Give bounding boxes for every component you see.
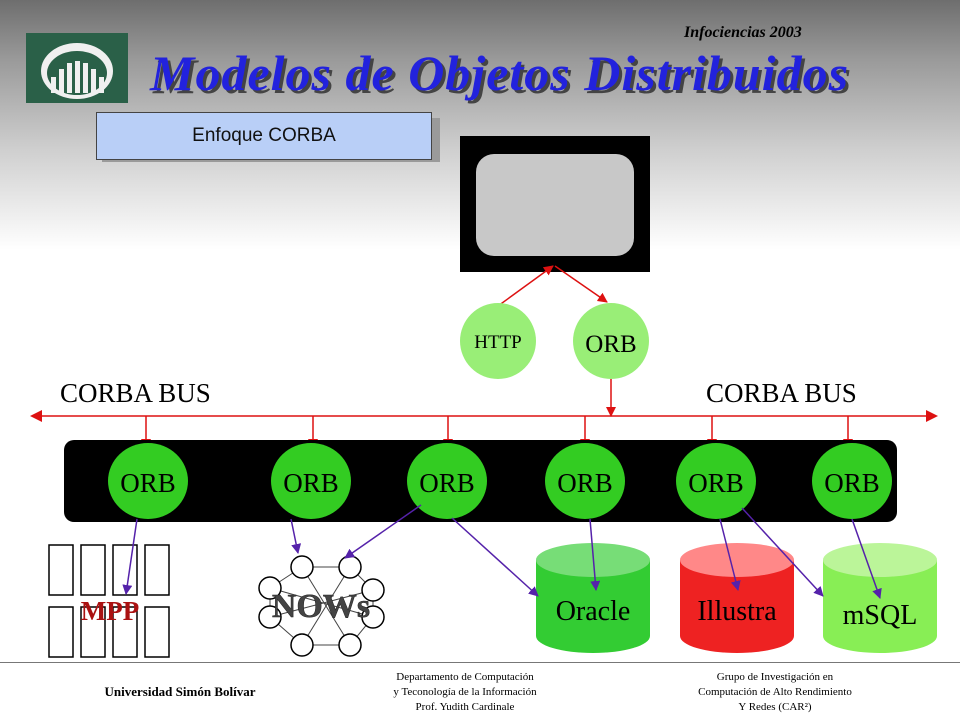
http-label: HTTP: [474, 332, 522, 353]
link-orb3-oracle: [451, 517, 539, 597]
footer-group-line: Grupo de Investigación en: [716, 671, 834, 683]
illustra-db: Illustra: [680, 543, 794, 653]
orb-label: ORB: [557, 468, 613, 498]
link-orb5-msql: [741, 507, 824, 597]
msql-db: mSQL: [823, 543, 937, 653]
mpp-cluster: [48, 544, 170, 658]
oracle-db: Oracle: [536, 543, 650, 653]
link-orb5-illustra: [719, 518, 741, 591]
orb-label: ORB: [283, 468, 339, 498]
orb-label: ORB: [824, 468, 880, 498]
bus-arrow-right: [926, 410, 938, 422]
conference-label: Infociencias 2003: [684, 24, 802, 41]
nows-label: NOWs: [272, 588, 370, 625]
footer-dept-line: Prof. Yudith Cardinale: [415, 701, 515, 713]
link-orb3-nows: [344, 504, 422, 559]
university-logo: [26, 33, 128, 103]
footer-divider: [0, 662, 960, 663]
footer-dept-line: y Teconología de la Información: [393, 686, 537, 698]
link-orb1-mpp: [122, 518, 138, 595]
slide-title: Modelos de Objetos Distribuidos: [150, 45, 850, 101]
client-orb-label: ORB: [585, 331, 636, 358]
subtitle-box: Enfoque CORBA: [96, 112, 432, 160]
nows-cluster: [258, 555, 385, 657]
client-orb-link: [554, 265, 608, 303]
orb-label: ORB: [688, 468, 744, 498]
footer-university: Universidad Simón Bolívar: [104, 684, 256, 699]
footer-group: Grupo de Investigación en Computación de…: [640, 670, 910, 715]
msql-label: mSQL: [843, 600, 918, 631]
oracle-label: Oracle: [556, 596, 631, 627]
link-orb6-msql: [851, 518, 882, 599]
orb-node-6: ORB: [812, 443, 892, 519]
orb-label: ORB: [419, 468, 475, 498]
orb-label: ORB: [120, 468, 176, 498]
orb-node-3: ORB: [407, 443, 487, 519]
http-link: [497, 265, 554, 307]
footer-department: Departamento de Computación y Teconologí…: [330, 670, 600, 715]
client-monitor: [460, 136, 650, 272]
http-node: [460, 303, 536, 379]
client-orb-node: [573, 303, 649, 379]
link-orb4-oracle: [589, 518, 601, 591]
illustra-label: Illustra: [697, 596, 777, 627]
footer-group-line: Computación de Alto Rendimiento: [698, 686, 852, 698]
mpp-label: MPP: [81, 596, 139, 626]
link-orb2-nows: [290, 518, 302, 554]
bus-label-left: CORBA BUS: [60, 378, 211, 408]
orb-node-4: ORB: [545, 443, 625, 519]
footer-group-line: Y Redes (CAR²): [738, 701, 812, 713]
bus-label-right: CORBA BUS: [706, 378, 857, 408]
orb-node-5: ORB: [676, 443, 756, 519]
orb-node-2: ORB: [271, 443, 351, 519]
orb-node-1: ORB: [108, 443, 188, 519]
bus-arrow-left: [30, 410, 42, 422]
footer-dept-line: Departamento de Computación: [396, 671, 534, 683]
